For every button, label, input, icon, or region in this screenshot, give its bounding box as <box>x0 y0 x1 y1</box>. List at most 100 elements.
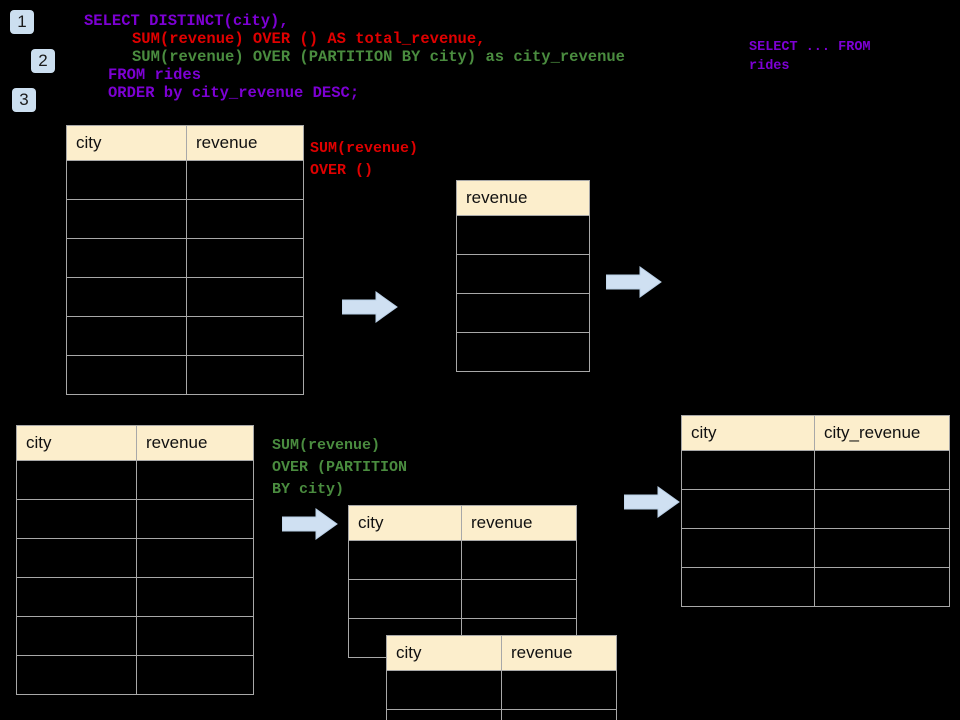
column-header: city <box>681 415 815 451</box>
table-cell <box>456 332 590 372</box>
column-header: revenue <box>461 505 577 541</box>
table-cell <box>136 499 254 539</box>
table-cell <box>16 499 137 539</box>
flow-arrow-icon <box>341 290 398 324</box>
sql-line-1: SELECT DISTINCT(city), <box>84 12 289 30</box>
table-row <box>16 577 254 617</box>
flow-arrow-icon <box>281 507 338 541</box>
table-row <box>681 489 950 529</box>
table-row <box>456 293 590 333</box>
column-header: city <box>386 635 502 671</box>
table-cell <box>681 567 815 607</box>
table-cell <box>66 277 187 317</box>
step-badge-3: 3 <box>12 88 36 112</box>
sidenote-select-from-rides: SELECT ... FROM rides <box>749 40 871 74</box>
column-header: revenue <box>501 635 617 671</box>
sql-line-5: ORDER by city_revenue DESC; <box>108 84 360 102</box>
table-row <box>386 709 617 720</box>
table-cell <box>814 450 950 490</box>
table-header-row: revenue <box>456 180 590 216</box>
column-header: revenue <box>456 180 590 216</box>
table-row <box>66 316 304 356</box>
table-cell <box>501 709 617 720</box>
table-cell <box>136 655 254 695</box>
table-cell <box>456 293 590 333</box>
flow-arrow-icon <box>623 485 680 519</box>
table-cell <box>66 316 187 356</box>
table-row <box>16 616 254 656</box>
column-header: city <box>66 125 187 161</box>
table-cell <box>186 316 304 356</box>
column-header: revenue <box>136 425 254 461</box>
column-header: city_revenue <box>814 415 950 451</box>
table-cell <box>66 160 187 200</box>
sql-line-4: FROM rides <box>108 66 202 84</box>
table-cell <box>348 540 462 580</box>
table-cell <box>186 355 304 395</box>
table-cell <box>186 238 304 278</box>
table-row <box>16 499 254 539</box>
table-row <box>386 670 617 710</box>
table-row <box>66 277 304 317</box>
table-cell <box>66 199 187 239</box>
table-row <box>348 540 577 580</box>
table-revenue-total: revenue <box>456 180 590 372</box>
annot-sum-over-partition: SUM(revenue) OVER (PARTITION BY city) <box>272 437 408 498</box>
table-cell <box>461 579 577 619</box>
table-row <box>348 579 577 619</box>
table-row <box>16 538 254 578</box>
sql-query-block: SELECT DISTINCT(city),SUM(revenue) OVER … <box>84 12 625 102</box>
table-row <box>456 215 590 255</box>
table-cell <box>66 355 187 395</box>
table-row <box>456 332 590 372</box>
table-cell <box>66 238 187 278</box>
flow-arrow-icon <box>605 265 662 299</box>
table-cell <box>681 489 815 529</box>
table-cell <box>186 160 304 200</box>
table-cell <box>814 528 950 568</box>
table-row <box>681 567 950 607</box>
table-cell <box>348 579 462 619</box>
table-cell <box>186 199 304 239</box>
step-badge-1: 1 <box>10 10 34 34</box>
table-cell <box>681 450 815 490</box>
table-cell <box>16 460 137 500</box>
column-header: revenue <box>186 125 304 161</box>
sql-line-3: SUM(revenue) OVER (PARTITION BY city) as… <box>132 48 625 66</box>
table-cell <box>136 460 254 500</box>
table-row <box>681 528 950 568</box>
column-header: city <box>16 425 137 461</box>
table-cell <box>681 528 815 568</box>
table-cell <box>16 616 137 656</box>
table-row <box>66 355 304 395</box>
table-cell <box>814 489 950 529</box>
sql-line-2: SUM(revenue) OVER () AS total_revenue, <box>132 30 486 48</box>
table-cell <box>461 540 577 580</box>
table-row <box>16 655 254 695</box>
table-cell <box>456 254 590 294</box>
table-row <box>456 254 590 294</box>
table-cell <box>501 670 617 710</box>
table-cell <box>136 577 254 617</box>
table-cell <box>814 567 950 607</box>
table-cell <box>16 538 137 578</box>
table-row <box>66 199 304 239</box>
column-header: city <box>348 505 462 541</box>
table-cell <box>456 215 590 255</box>
table-cell <box>136 616 254 656</box>
table-row <box>16 460 254 500</box>
table-row <box>681 450 950 490</box>
table-cell <box>186 277 304 317</box>
step-badge-2: 2 <box>31 49 55 73</box>
table-cell <box>16 577 137 617</box>
table-cell <box>386 709 502 720</box>
table-row <box>66 238 304 278</box>
table-row <box>66 160 304 200</box>
